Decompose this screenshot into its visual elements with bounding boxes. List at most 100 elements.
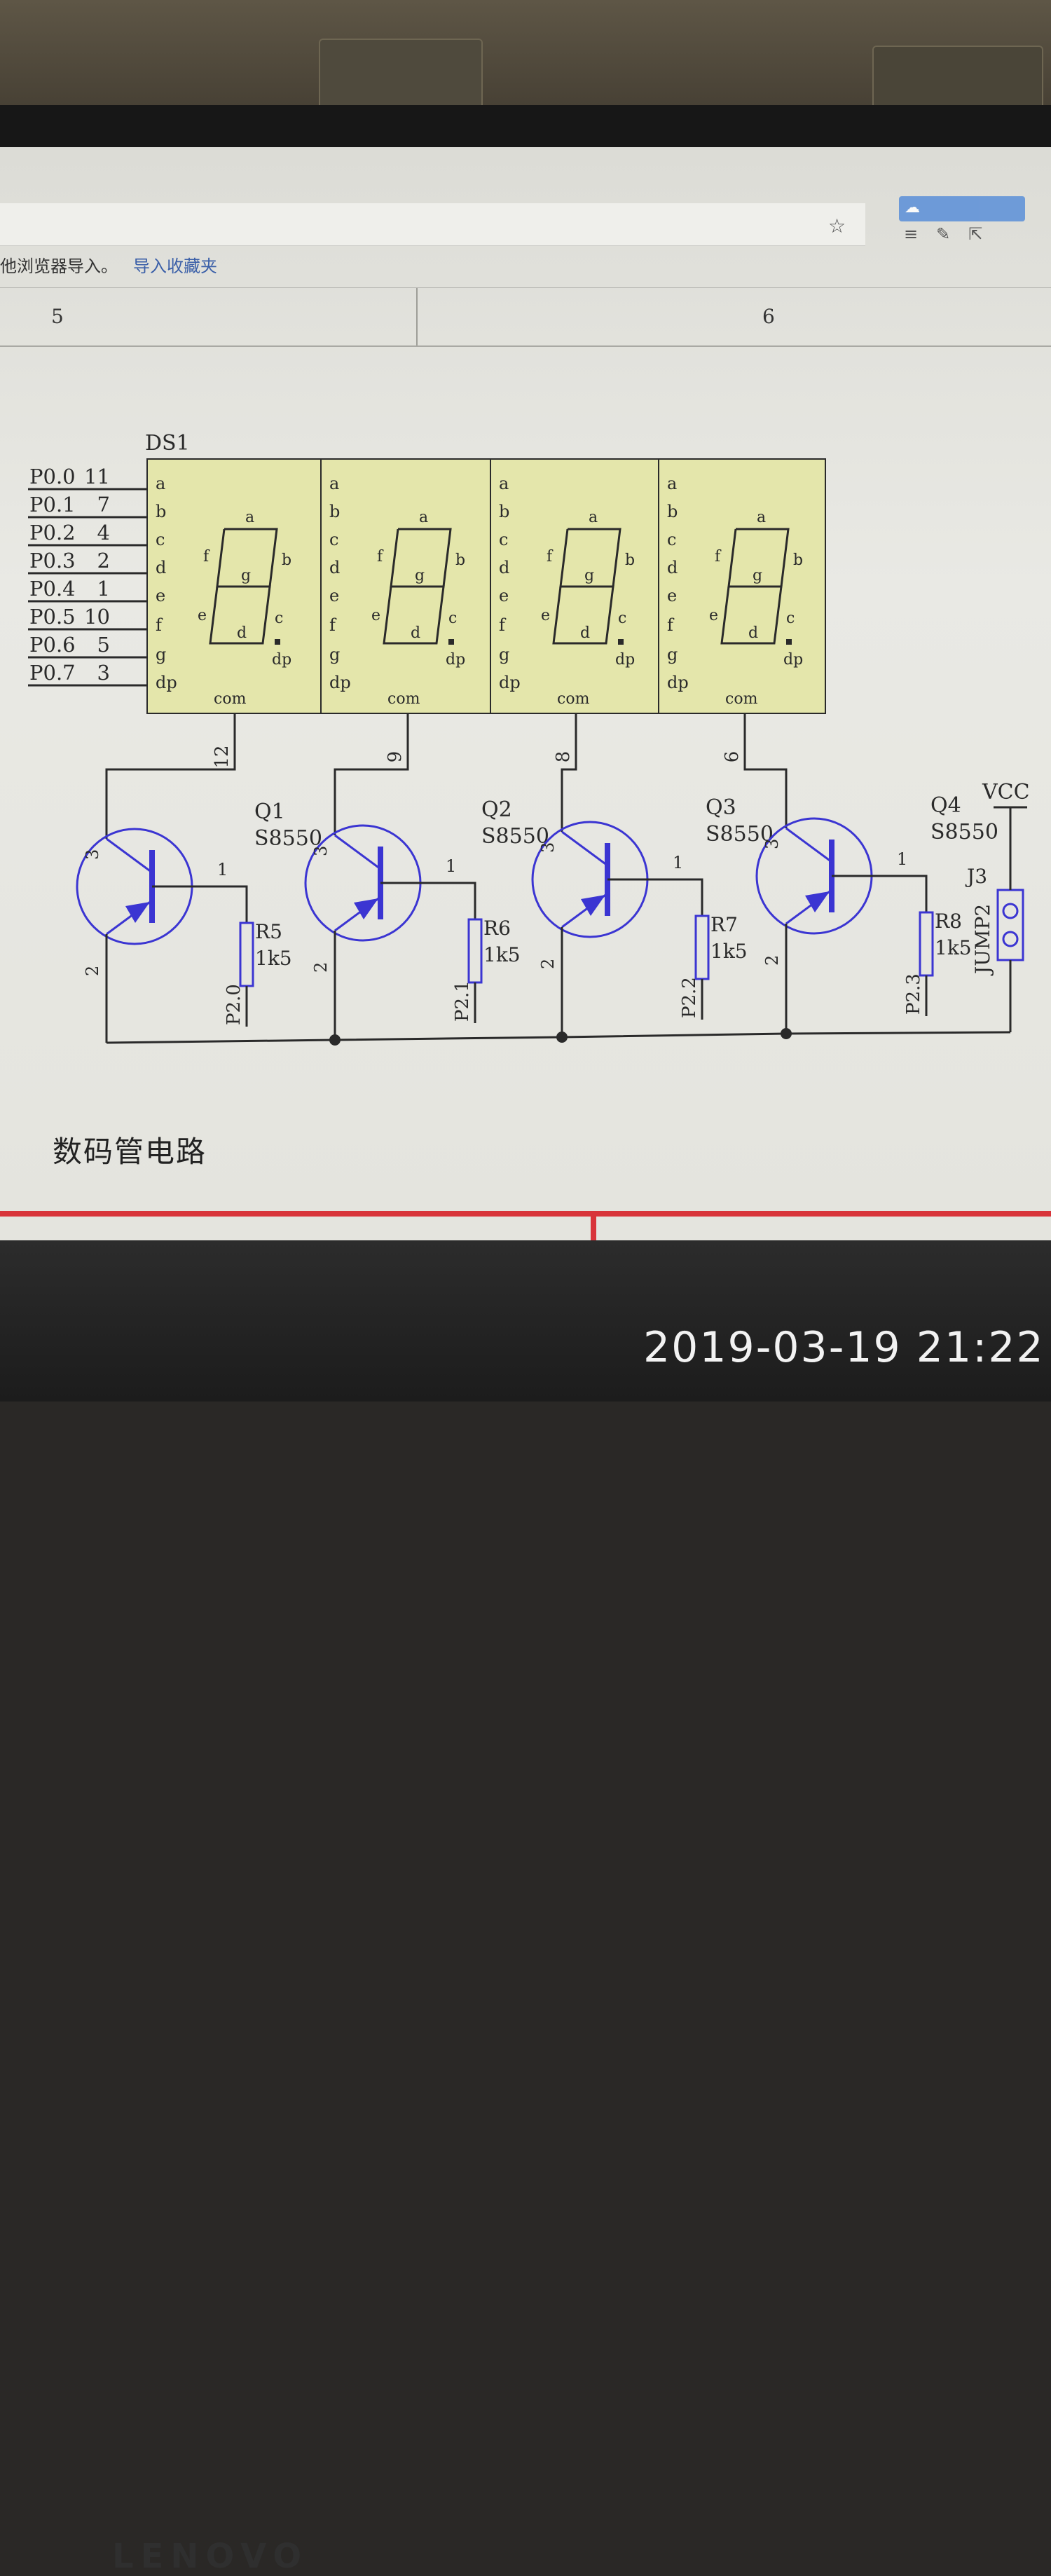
segment-label-f: f xyxy=(715,548,722,566)
digit-lower-outline xyxy=(209,585,271,645)
resistor-value: 1k5 xyxy=(255,947,292,970)
digit-lower-outline xyxy=(552,585,614,645)
com-pin-number: 8 xyxy=(553,751,574,763)
segment-label-d: d xyxy=(237,624,247,642)
collector-wire xyxy=(561,713,577,832)
segment-pin-label: b xyxy=(156,502,166,521)
resistor-value: 1k5 xyxy=(935,936,972,959)
port-label: P0.7 xyxy=(29,661,76,685)
segment-label-g: g xyxy=(753,567,762,584)
segment-label-dp: dp xyxy=(272,651,291,669)
segment-label-a: a xyxy=(245,509,254,526)
segment-label-b: b xyxy=(282,551,291,569)
jumper-ref: J3 xyxy=(965,865,987,888)
resistor-body xyxy=(694,914,710,980)
emitter-pin-number: 2 xyxy=(311,962,331,973)
control-pin-label: P2.0 xyxy=(224,984,245,1025)
segment-label-dp: dp xyxy=(615,651,635,669)
transistor-ref: Q3 xyxy=(706,795,736,820)
menu-icon[interactable]: ≡ xyxy=(904,224,937,244)
edit-icon[interactable]: ✎ xyxy=(936,224,969,244)
bookmark-hint: 他浏览器导入。 xyxy=(0,256,118,276)
base-wire xyxy=(152,885,248,923)
segment-pin-label: g xyxy=(156,645,166,664)
ruler-divider xyxy=(416,288,418,345)
share-icon[interactable]: ⇱ xyxy=(968,224,1001,244)
port-pin-number: 7 xyxy=(97,493,110,516)
segment-pin-label: d xyxy=(499,558,509,577)
segment-pin-label: g xyxy=(329,645,340,664)
port-pin-number: 3 xyxy=(97,661,110,685)
segment-label-e: e xyxy=(709,607,718,624)
com-pin-number: 9 xyxy=(385,751,406,763)
common-bus-wire xyxy=(106,1031,1011,1044)
base-wire xyxy=(832,875,928,912)
extension-button[interactable]: ☁ xyxy=(899,196,1025,221)
segment-label-c: c xyxy=(275,610,283,627)
com-pin-number: 12 xyxy=(212,745,233,768)
segment-label-dp: dp xyxy=(446,651,465,669)
segment-pin-label: a xyxy=(156,474,165,493)
collector-pin-number: 3 xyxy=(762,839,782,849)
base-pin-number: 1 xyxy=(217,860,228,879)
jumper-body xyxy=(996,889,1024,961)
segment-pin-label: dp xyxy=(156,673,177,692)
com-label: com xyxy=(387,690,420,708)
segment-pin-label: b xyxy=(499,502,509,521)
segment-pin-label: dp xyxy=(499,673,521,692)
segment-pin-label: a xyxy=(329,474,339,493)
port-label: P0.2 xyxy=(29,521,76,544)
segment-pin-label: f xyxy=(329,615,337,635)
address-bar[interactable] xyxy=(0,203,865,246)
collector-wire xyxy=(105,713,236,839)
collector-wire xyxy=(743,713,788,828)
display-ref: DS1 xyxy=(145,431,190,455)
resistor-value: 1k5 xyxy=(483,943,521,966)
resistor-value: 1k5 xyxy=(710,940,748,963)
transistor-collector-leg xyxy=(334,834,381,870)
control-pin-label: P2.2 xyxy=(679,977,700,1018)
base-wire xyxy=(380,882,476,919)
transistor-emitter-arrow xyxy=(581,895,605,916)
resistor-ref: R7 xyxy=(710,913,738,936)
port-label: P0.4 xyxy=(29,577,76,601)
jumper-name: JUMP2 xyxy=(971,904,994,976)
transistor-collector-leg xyxy=(785,827,832,863)
com-label: com xyxy=(214,690,247,708)
monitor-bezel-bottom: LENOVO xyxy=(0,1240,1051,2576)
import-bookmarks-link[interactable]: 导入收藏夹 xyxy=(133,256,217,276)
collector-pin-number: 3 xyxy=(83,849,102,860)
segment-label-g: g xyxy=(241,567,251,584)
transistor-ref: Q1 xyxy=(254,800,285,824)
base-pin-number: 1 xyxy=(673,853,683,872)
sheet-border-line xyxy=(0,1211,1051,1217)
emitter-pin-number: 2 xyxy=(762,955,782,966)
segment-pin-label: d xyxy=(156,558,166,577)
port-label: P0.1 xyxy=(29,493,76,516)
star-icon[interactable]: ☆ xyxy=(828,214,846,238)
segment-pin-label: e xyxy=(667,586,677,605)
segment-pin-label: dp xyxy=(667,673,689,692)
segment-pin-label: d xyxy=(329,558,340,577)
collector-pin-number: 3 xyxy=(538,842,558,853)
segment-pin-label: c xyxy=(667,530,676,549)
transistor-emitter-arrow xyxy=(805,891,830,912)
ruler-number-left: 5 xyxy=(51,305,64,328)
extension-toolbar[interactable]: ≡✎⇱ xyxy=(904,224,1001,244)
port-label: P0.3 xyxy=(29,549,76,573)
segment-label-a: a xyxy=(589,509,598,526)
segment-label-e: e xyxy=(541,607,550,624)
com-pin-number: 6 xyxy=(722,751,743,763)
sheet-ruler: 5 6 xyxy=(0,287,1051,347)
emitter-pin-number: 2 xyxy=(83,966,102,976)
segment-pin-label: g xyxy=(667,645,678,664)
digit-lower-outline xyxy=(383,585,445,645)
resistor-body xyxy=(467,918,483,984)
segment-label-c: c xyxy=(448,610,457,627)
collector-pin-number: 3 xyxy=(311,846,331,856)
com-label: com xyxy=(557,690,590,708)
segment-label-f: f xyxy=(377,548,384,566)
com-label: com xyxy=(725,690,758,708)
transistor-ref: Q4 xyxy=(930,793,961,818)
